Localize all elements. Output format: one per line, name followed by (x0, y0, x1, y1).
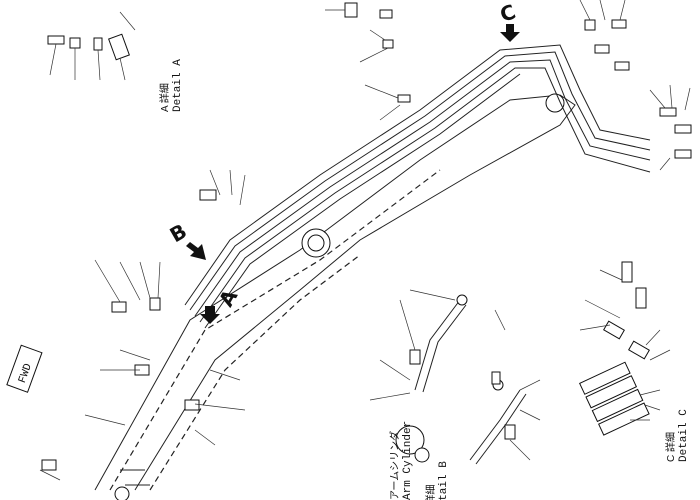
caption-detail-c: C 詳細 Detail C (664, 409, 690, 462)
detail-c-jp: C 詳細 (664, 432, 677, 462)
parts-detail-a (47, 11, 136, 81)
parts-detail-b (369, 289, 541, 465)
fwd-marker: FWD (6, 344, 43, 393)
hydraulic-pipes (184, 44, 651, 329)
parts-top-cluster (325, 2, 411, 121)
parts-detail-c (578, 261, 671, 436)
parts-left-cluster (39, 169, 246, 481)
parts-detail-c-top (579, 0, 692, 171)
arm-cylinder-en: Arm Cylinder (402, 421, 414, 500)
caption-detail-a: A 詳細 Detail A (158, 59, 184, 112)
arm-cylinder-jp: アームシリンダ (388, 431, 401, 500)
caption-arm-cylinder: アームシリンダ Arm Cylinder (388, 421, 414, 500)
view-marker-c: C (497, 0, 520, 42)
detail-b-jp: B 詳細 (424, 485, 437, 500)
view-marker-c-label: C (497, 0, 519, 27)
detail-a-jp: A 詳細 (158, 83, 171, 112)
caption-detail-b: B 詳細 Detail B (424, 461, 450, 500)
arm-structure (94, 93, 576, 500)
detail-b-en: Detail B (438, 461, 450, 500)
detail-c-en: Detail C (678, 409, 690, 462)
view-marker-b-label: B (166, 219, 191, 247)
view-marker-a-label: A (214, 285, 243, 311)
view-marker-b: B (166, 219, 206, 260)
detail-a-en: Detail A (172, 59, 184, 112)
